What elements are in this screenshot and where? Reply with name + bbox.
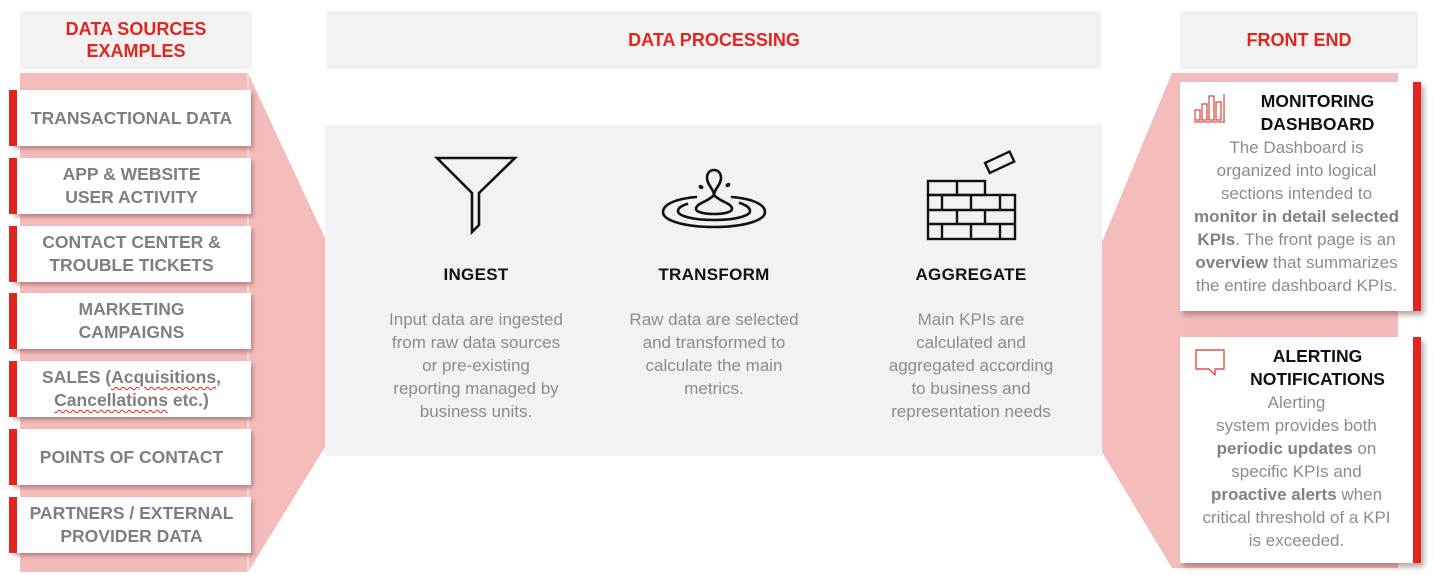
bar-chart-icon: [1194, 94, 1225, 123]
source-label-line1: SALES (Acquisitions,: [42, 366, 221, 389]
card-description: Alerting system provides both periodic u…: [1180, 391, 1413, 552]
desc-line: metrics.: [684, 379, 744, 398]
text: that summarizes: [1268, 253, 1398, 272]
desc-line: system provides both: [1216, 416, 1377, 435]
source-label-line2: TROUBLE TICKETS: [49, 255, 214, 275]
source-label-line2: USER ACTIVITY: [65, 187, 198, 207]
source-label-line1: PARTNERS / EXTERNAL: [29, 503, 234, 523]
source-sales: SALES (Acquisitions, Cancellations etc.): [9, 361, 251, 417]
desc-line: aggregated according: [888, 356, 1054, 375]
desc-line: overview that summarizes: [1180, 251, 1413, 274]
desc-line: reporting managed by: [393, 379, 559, 398]
desc-line: Raw data are selected: [629, 310, 799, 329]
desc-line: sections intended to: [1220, 184, 1373, 203]
source-app-website-user-activity: APP & WEBSITE USER ACTIVITY: [9, 158, 251, 214]
spellcheck-word: Cancellations: [54, 390, 168, 410]
card-description: The Dashboard is organized into logical …: [1180, 136, 1413, 297]
source-label: TRANSACTIONAL DATA: [30, 107, 233, 128]
card-title-line1: ALERTING: [1272, 346, 1363, 366]
emphasis: monitor in detail selected: [1194, 207, 1399, 226]
card-monitoring-dashboard: MONITORING DASHBOARD The Dashboard is or…: [1180, 82, 1421, 311]
desc-line: periodic updates on: [1180, 437, 1413, 460]
card-title: ALERTING NOTIFICATIONS: [1240, 345, 1395, 391]
speech-bubble-icon: [1195, 349, 1225, 376]
desc-line: specific KPIs and: [1231, 462, 1362, 481]
desc-line: Alerting: [1267, 393, 1326, 412]
text: . The front page is an: [1235, 230, 1396, 249]
source-label-line1: MARKETING: [78, 299, 185, 319]
desc-line: The Dashboard is: [1229, 138, 1364, 157]
spellcheck-word: Acquisitions: [111, 367, 217, 387]
card-alerting-notifications: ALERTING NOTIFICATIONS Alerting system p…: [1180, 337, 1421, 563]
source-points-of-contact: POINTS OF CONTACT: [9, 429, 251, 485]
text: etc.): [167, 390, 209, 410]
source-partners-external-provider-data: PARTNERS / EXTERNAL PROVIDER DATA: [9, 497, 251, 553]
card-title-line2: DASHBOARD: [1260, 114, 1375, 134]
desc-line: and transformed to: [642, 333, 786, 352]
desc-line: monitor in detail selected: [1180, 205, 1413, 228]
water-drop-ripple-icon: [661, 168, 767, 229]
desc-line: representation needs: [891, 402, 1051, 421]
source-label-line1: APP & WEBSITE: [62, 164, 201, 184]
header-data-sources: DATA SOURCES EXAMPLES: [20, 11, 252, 69]
source-label-line2: PROVIDER DATA: [60, 526, 203, 546]
header-data-sources-line2: EXAMPLES: [86, 41, 186, 61]
card-title: MONITORING DASHBOARD: [1240, 90, 1395, 136]
source-label-line2: CAMPAIGNS: [78, 322, 185, 342]
desc-line: is exceeded.: [1248, 531, 1345, 550]
desc-line: from raw data sources: [391, 333, 561, 352]
text: ,: [216, 367, 221, 387]
step-title: INGEST: [443, 265, 509, 284]
desc-line: business units.: [419, 402, 533, 421]
desc-line: the entire dashboard KPIs.: [1195, 276, 1398, 295]
source-label-line1: CONTACT CENTER &: [42, 232, 221, 252]
desc-line: to business and: [911, 379, 1031, 398]
desc-line: or pre-existing: [422, 356, 530, 375]
source-label-line2: Cancellations etc.): [42, 389, 221, 412]
desc-line: calculated and: [916, 333, 1026, 352]
header-data-processing: DATA PROCESSING: [327, 11, 1101, 69]
emphasis: KPIs: [1197, 230, 1236, 249]
desc-line: KPIs. The front page is an: [1180, 228, 1413, 251]
card-title-line2: NOTIFICATIONS: [1250, 369, 1385, 389]
desc-line: calculate the main: [645, 356, 783, 375]
step-title: AGGREGATE: [915, 265, 1027, 284]
text: on: [1352, 439, 1377, 458]
text: SALES (: [42, 367, 112, 387]
source-marketing-campaigns: MARKETING CAMPAIGNS: [9, 293, 251, 349]
header-front-end: FRONT END: [1180, 11, 1418, 69]
source-label: POINTS OF CONTACT: [39, 446, 224, 467]
desc-line: organized into logical: [1216, 161, 1377, 180]
emphasis: periodic updates: [1216, 439, 1353, 458]
data-processing-panel: INGEST Input data are ingested from raw …: [325, 125, 1102, 456]
brick-wall-icon: [926, 149, 1017, 241]
source-transactional-data: TRANSACTIONAL DATA: [9, 90, 251, 146]
card-title-line1: MONITORING: [1260, 91, 1375, 111]
text: when: [1336, 485, 1383, 504]
step-description: Main KPIs are calculated and aggregated …: [856, 308, 1086, 423]
header-data-sources-line1: DATA SOURCES: [65, 19, 207, 39]
desc-line: proactive alerts when: [1180, 483, 1413, 506]
desc-line: Input data are ingested: [389, 310, 563, 329]
step-description: Raw data are selected and transformed to…: [599, 308, 829, 400]
step-title: TRANSFORM: [658, 265, 770, 284]
step-description: Input data are ingested from raw data so…: [361, 308, 591, 423]
emphasis: overview: [1195, 253, 1269, 272]
funnel-icon: [434, 156, 518, 236]
emphasis: proactive alerts: [1210, 485, 1337, 504]
desc-line: Main KPIs are: [917, 310, 1025, 329]
source-contact-center-trouble-tickets: CONTACT CENTER & TROUBLE TICKETS: [9, 226, 251, 282]
desc-line: critical threshold of a KPI: [1202, 508, 1391, 527]
